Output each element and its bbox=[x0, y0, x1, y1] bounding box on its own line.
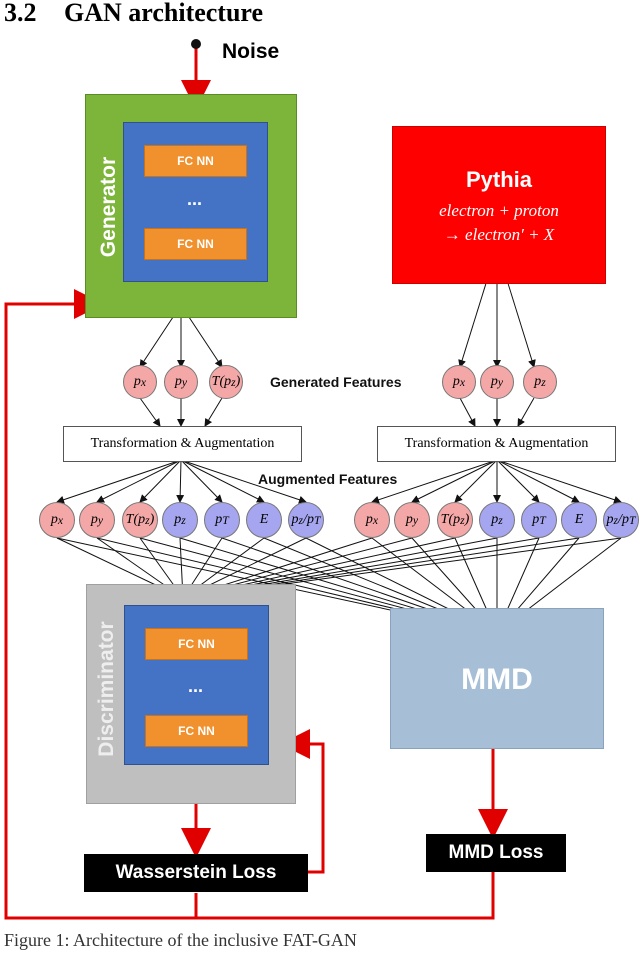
figure-caption: Figure 1: Architecture of the inclusive … bbox=[4, 930, 357, 950]
generator-block: FC NN ... FC NN Generator bbox=[85, 94, 297, 318]
mmd-loss-box: MMD Loss bbox=[426, 834, 566, 872]
discriminator-fc-bottom: FC NN bbox=[145, 715, 248, 747]
mmd-block: MMD bbox=[390, 608, 604, 749]
discriminator-label: Discriminator bbox=[95, 621, 118, 757]
generator-label: Generator bbox=[97, 156, 120, 258]
pythia-equation-line1: electron + proton bbox=[439, 201, 559, 220]
discriminator-fc-top: FC NN bbox=[145, 628, 248, 660]
discriminator-network: FC NN ... FC NN bbox=[124, 605, 269, 765]
section-number: 3.2 bbox=[4, 0, 37, 27]
transform-box-generated: Transformation & Augmentation bbox=[63, 426, 302, 462]
transform-box-pythia: Transformation & Augmentation bbox=[377, 426, 616, 462]
wasserstein-loss-box: Wasserstein Loss bbox=[84, 854, 308, 892]
generated-features-label: Generated Features bbox=[270, 374, 402, 390]
generator-network: FC NN ... FC NN bbox=[123, 122, 268, 282]
pythia-title: Pythia bbox=[465, 167, 533, 192]
feature-node: E bbox=[561, 502, 597, 538]
augmented-features-label: Augmented Features bbox=[258, 471, 398, 487]
section-title: GAN architecture bbox=[64, 0, 264, 27]
generator-fc-bottom: FC NN bbox=[144, 228, 247, 260]
discriminator-ellipsis: ... bbox=[187, 676, 203, 696]
feature-node: E bbox=[246, 502, 282, 538]
discriminator-block: FC NN ... FC NN Discriminator bbox=[86, 584, 296, 804]
pythia-equation-line2: → electron′ + X bbox=[443, 225, 555, 244]
mmd-label: MMD bbox=[461, 663, 533, 696]
pythia-block: Pythia electron + proton → electron′ + X bbox=[392, 126, 606, 284]
generator-ellipsis: ... bbox=[186, 189, 202, 209]
generator-fc-top: FC NN bbox=[144, 145, 247, 177]
noise-label: Noise bbox=[222, 40, 280, 63]
